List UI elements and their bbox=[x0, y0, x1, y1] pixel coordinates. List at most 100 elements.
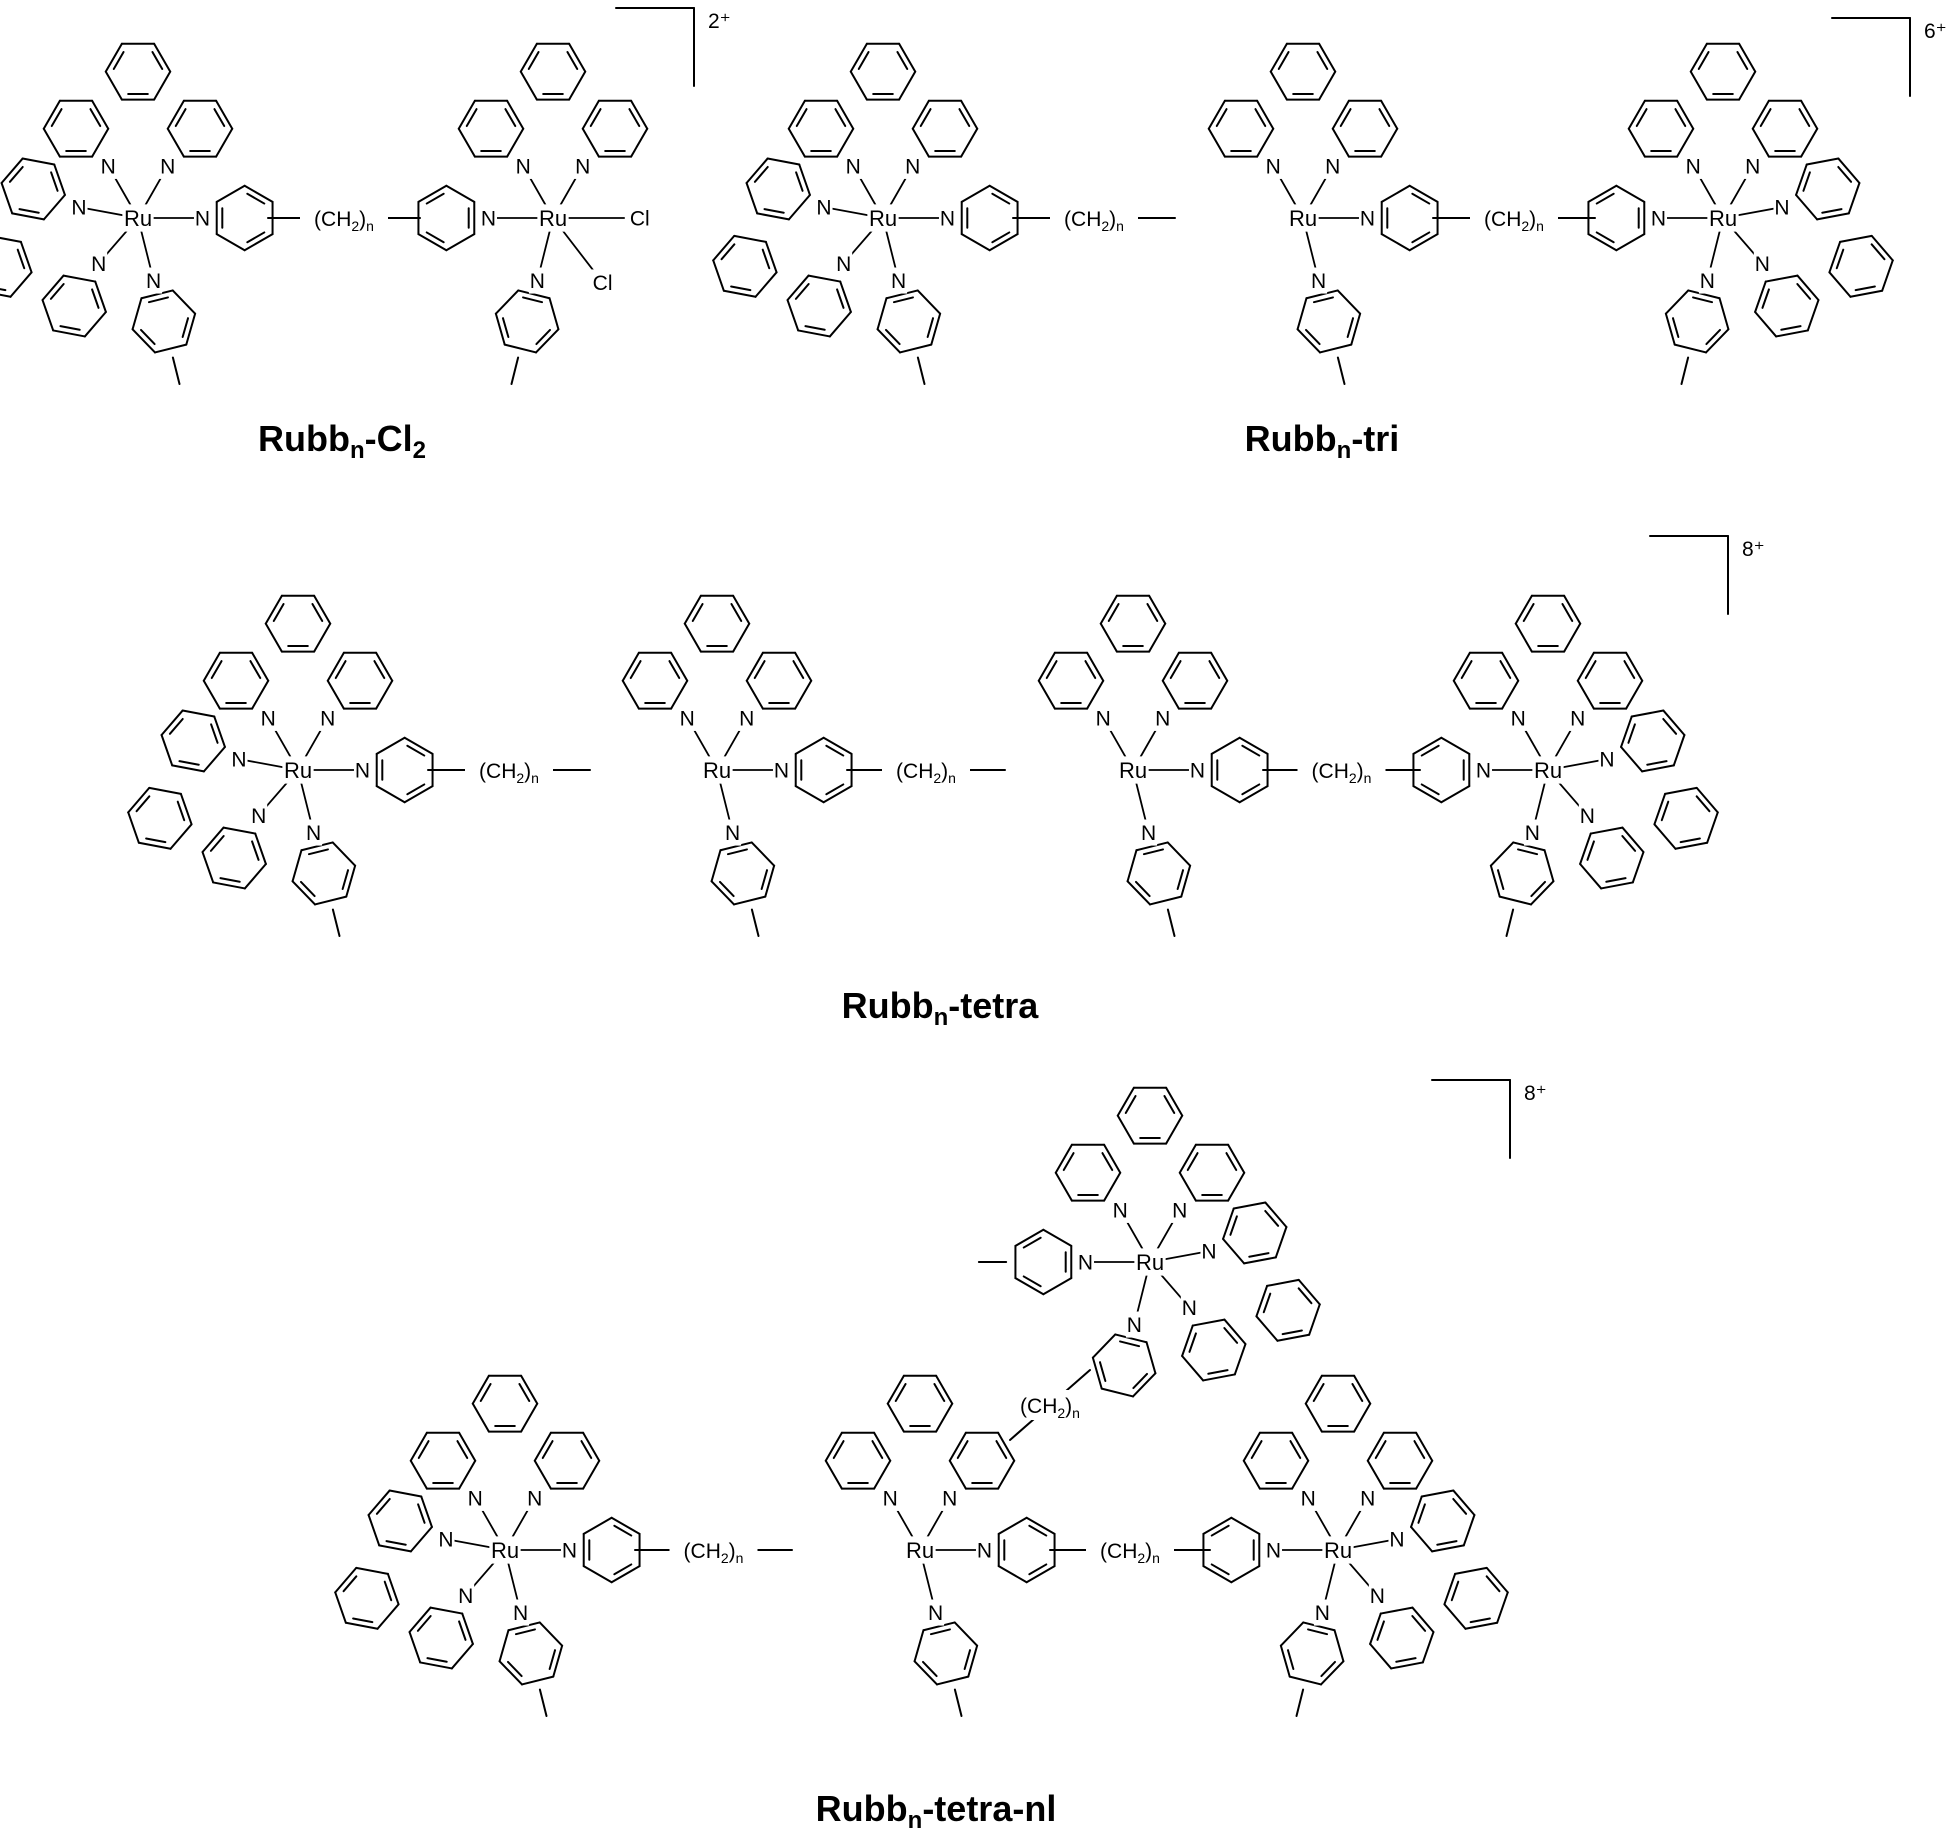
ch2-linker: (CH2)n bbox=[896, 760, 956, 786]
nitrogen-atom: N bbox=[1580, 805, 1595, 828]
nitrogen-atom: N bbox=[1325, 155, 1340, 178]
nitrogen-atom: N bbox=[836, 253, 851, 276]
nitrogen-atom: N bbox=[1127, 1314, 1142, 1337]
nitrogen-atom: N bbox=[928, 1602, 943, 1625]
nitrogen-atom: N bbox=[1182, 1297, 1197, 1320]
nitrogen-atom: N bbox=[1155, 707, 1170, 730]
ruthenium-atom: Ru bbox=[1136, 1250, 1164, 1275]
nitrogen-atom: N bbox=[146, 270, 161, 293]
nitrogen-atom: N bbox=[1096, 707, 1111, 730]
ch2-linker: (CH2)n bbox=[1312, 760, 1372, 786]
nitrogen-atom: N bbox=[231, 749, 246, 772]
label-rubbn-tri: Rubbn-tri bbox=[1244, 418, 1400, 464]
nitrogen-atom: N bbox=[1201, 1241, 1216, 1264]
nitrogen-atom: N bbox=[1113, 1199, 1128, 1222]
nitrogen-atom: N bbox=[1651, 208, 1666, 231]
nitrogen-atom: N bbox=[91, 253, 106, 276]
nitrogen-atom: N bbox=[306, 822, 321, 845]
nitrogen-atom: N bbox=[530, 270, 545, 293]
charge-label: 2⁺ bbox=[708, 10, 731, 33]
nitrogen-atom: N bbox=[942, 1487, 957, 1510]
nitrogen-atom: N bbox=[160, 155, 175, 178]
nitrogen-atom: N bbox=[513, 1602, 528, 1625]
nitrogen-atom: N bbox=[101, 155, 116, 178]
nitrogen-atom: N bbox=[481, 208, 496, 231]
nitrogen-atom: N bbox=[1745, 155, 1760, 178]
ruthenium-atom: Ru bbox=[906, 1538, 934, 1563]
ch2-linker: (CH2)n bbox=[1484, 208, 1544, 234]
nitrogen-atom: N bbox=[940, 208, 955, 231]
charge-label: 8⁺ bbox=[1524, 1082, 1547, 1105]
nitrogen-atom: N bbox=[1141, 822, 1156, 845]
nitrogen-atom: N bbox=[1311, 270, 1326, 293]
nitrogen-atom: N bbox=[725, 822, 740, 845]
nitrogen-atom: N bbox=[1570, 707, 1585, 730]
nitrogen-atom: N bbox=[1315, 1602, 1330, 1625]
nitrogen-atom: N bbox=[562, 1540, 577, 1563]
nitrogen-atom: N bbox=[355, 760, 370, 783]
chloride-atom: Cl bbox=[630, 208, 650, 231]
nitrogen-atom: N bbox=[1511, 707, 1526, 730]
nitrogen-atom: N bbox=[468, 1487, 483, 1510]
ch2-linker: (CH2)n bbox=[1100, 1540, 1160, 1566]
nitrogen-atom: N bbox=[458, 1585, 473, 1608]
nitrogen-atom: N bbox=[905, 155, 920, 178]
ruthenium-atom: Ru bbox=[491, 1538, 519, 1563]
nitrogen-atom: N bbox=[575, 155, 590, 178]
label-rubbn-tetra: Rubbn-tetra bbox=[841, 985, 1039, 1031]
ruthenium-atom: Ru bbox=[703, 758, 731, 783]
nitrogen-atom: N bbox=[1686, 155, 1701, 178]
nitrogen-atom: N bbox=[816, 197, 831, 220]
nitrogen-atom: N bbox=[846, 155, 861, 178]
chloride-atom: Cl bbox=[593, 272, 613, 295]
nitrogen-atom: N bbox=[1774, 197, 1789, 220]
nitrogen-atom: N bbox=[1172, 1199, 1187, 1222]
nitrogen-atom: N bbox=[1700, 270, 1715, 293]
nitrogen-atom: N bbox=[1389, 1529, 1404, 1552]
nitrogen-atom: N bbox=[1599, 749, 1614, 772]
structure-rubbn-tetra-nl: NNNNNNRuNNNNNNRuNNNNRuNNNNNNRu(CH2)n(CH2… bbox=[334, 1079, 1547, 1718]
nitrogen-atom: N bbox=[438, 1529, 453, 1552]
nitrogen-atom: N bbox=[1266, 155, 1281, 178]
nitrogen-atom: N bbox=[71, 197, 86, 220]
nitrogen-atom: N bbox=[516, 155, 531, 178]
ruthenium-atom: Ru bbox=[869, 206, 897, 231]
nitrogen-atom: N bbox=[739, 707, 754, 730]
ruthenium-atom: Ru bbox=[539, 206, 567, 231]
charge-label: 8⁺ bbox=[1742, 538, 1765, 561]
nitrogen-atom: N bbox=[883, 1487, 898, 1510]
ch2-linker: (CH2)n bbox=[1064, 208, 1124, 234]
structure-rubbn-tetra: NNNNNNRuNNNNRuNNNNRuNNNNNNRu(CH2)n(CH2)n… bbox=[127, 535, 1765, 938]
ruthenium-atom: Ru bbox=[1289, 206, 1317, 231]
nitrogen-atom: N bbox=[527, 1487, 542, 1510]
ruthenium-atom: Ru bbox=[1119, 758, 1147, 783]
nitrogen-atom: N bbox=[1525, 822, 1540, 845]
nitrogen-atom: N bbox=[1360, 1487, 1375, 1510]
ruthenium-atom: Ru bbox=[124, 206, 152, 231]
ruthenium-atom: Ru bbox=[1324, 1538, 1352, 1563]
nitrogen-atom: N bbox=[774, 760, 789, 783]
ruthenium-atom: Ru bbox=[284, 758, 312, 783]
ruthenium-atom: Ru bbox=[1709, 206, 1737, 231]
nitrogen-atom: N bbox=[977, 1540, 992, 1563]
nitrogen-atom: N bbox=[1370, 1585, 1385, 1608]
ch2-linker: (CH2)n bbox=[314, 208, 374, 234]
label-rubbn-tetra-nl: Rubbn-tetra-nl bbox=[815, 1788, 1057, 1834]
charge-label: 6⁺ bbox=[1924, 20, 1947, 43]
ch2-linker: (CH2)n bbox=[684, 1540, 744, 1566]
label-rubbn-cl2: Rubbn-Cl2 bbox=[258, 418, 426, 464]
nitrogen-atom: N bbox=[680, 707, 695, 730]
ruthenium-atom: Ru bbox=[1534, 758, 1562, 783]
nitrogen-atom: N bbox=[1078, 1252, 1093, 1275]
nitrogen-atom: N bbox=[1476, 760, 1491, 783]
nitrogen-atom: N bbox=[261, 707, 276, 730]
nitrogen-atom: N bbox=[320, 707, 335, 730]
nitrogen-atom: N bbox=[1360, 208, 1375, 231]
nitrogen-atom: N bbox=[1301, 1487, 1316, 1510]
nitrogen-atom: N bbox=[1190, 760, 1205, 783]
ch2-linker: (CH2)n bbox=[1020, 1395, 1080, 1421]
nitrogen-atom: N bbox=[1266, 1540, 1281, 1563]
